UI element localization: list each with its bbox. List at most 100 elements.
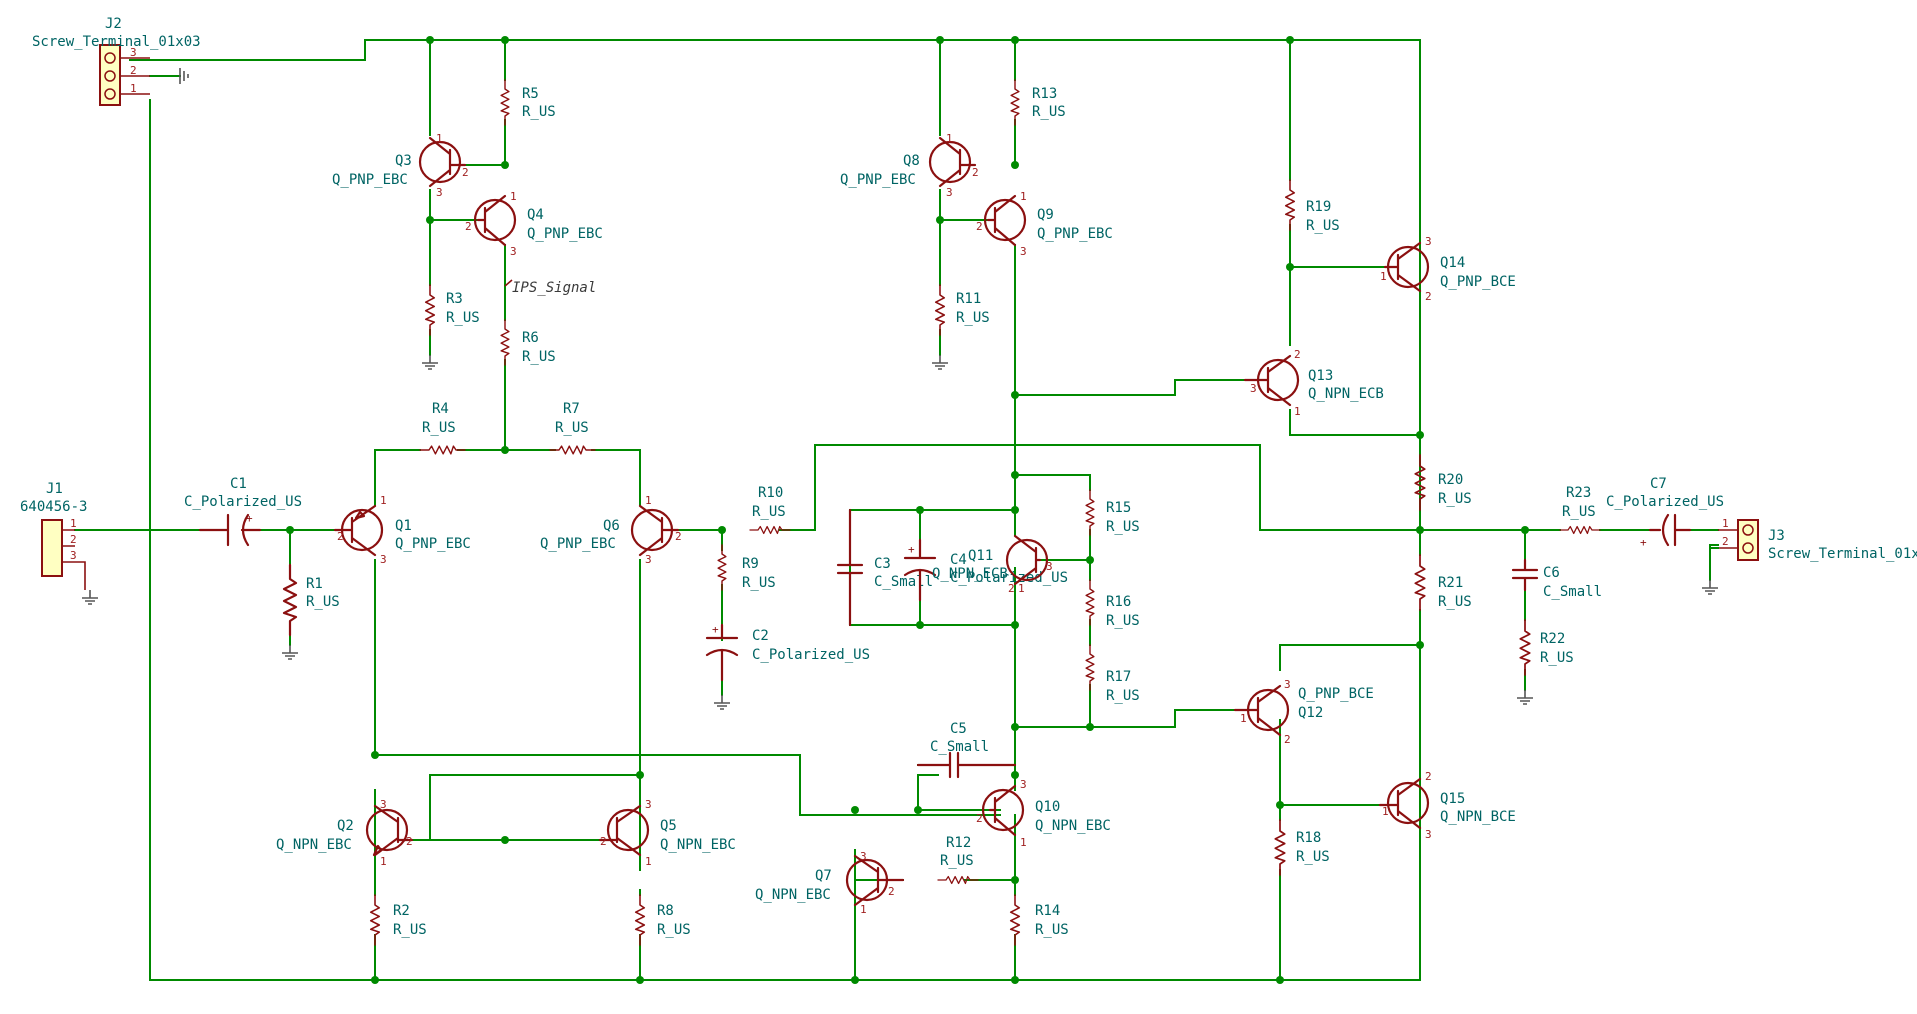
svg-text:R_US: R_US	[393, 922, 427, 938]
transistors: 1 2 3 Q1 Q_PNP_EBC 3 2 1 Q2 Q_NPN_EBC 1 …	[276, 132, 1516, 916]
svg-text:1: 1	[1020, 190, 1027, 203]
svg-text:C7: C7	[1650, 476, 1667, 492]
resistor-r19: R19 R_US	[1284, 178, 1340, 234]
svg-text:3: 3	[1250, 382, 1257, 395]
svg-text:1: 1	[645, 494, 652, 507]
svg-text:C_Polarized_US: C_Polarized_US	[1606, 494, 1724, 510]
svg-text:R_US: R_US	[1106, 688, 1140, 704]
svg-text:Q7: Q7	[815, 868, 832, 884]
svg-text:Q_PNP_EBC: Q_PNP_EBC	[527, 226, 603, 242]
svg-text:2: 2	[1284, 733, 1291, 746]
resistor-r12: R12 R_US	[936, 835, 980, 885]
svg-text:R10: R10	[758, 485, 783, 501]
svg-text:R_US: R_US	[1032, 104, 1066, 120]
svg-text:Q13: Q13	[1308, 368, 1333, 384]
svg-text:2: 2	[1294, 348, 1301, 361]
svg-text:3: 3	[1284, 678, 1291, 691]
svg-text:R_US: R_US	[1035, 922, 1069, 938]
svg-text:2: 2	[337, 530, 344, 543]
svg-text:1: 1	[380, 855, 387, 868]
svg-text:R23: R23	[1566, 485, 1591, 501]
capacitor-c7: + C7 C_Polarized_US	[1606, 476, 1724, 549]
j2-pin1: 1	[130, 82, 137, 95]
svg-text:2: 2	[1425, 290, 1432, 303]
svg-text:3: 3	[946, 186, 953, 199]
svg-text:R7: R7	[563, 401, 580, 417]
svg-text:R22: R22	[1540, 631, 1565, 647]
svg-text:2: 2	[1425, 770, 1432, 783]
resistor-r21: R21 R_US	[1414, 553, 1472, 612]
svg-text:+: +	[1640, 536, 1647, 549]
svg-text:Q_PNP_EBC: Q_PNP_EBC	[395, 536, 471, 552]
capacitors: + C1 C_Polarized_US + C2 C_Polarized_US …	[184, 476, 1724, 779]
svg-text:1: 1	[1294, 405, 1301, 418]
svg-text:3: 3	[1425, 235, 1432, 248]
svg-text:C_Polarized_US: C_Polarized_US	[184, 494, 302, 510]
j3-pin1: 1	[1722, 517, 1729, 530]
svg-text:R_US: R_US	[752, 504, 786, 520]
svg-text:Q5: Q5	[660, 818, 677, 834]
resistor-r2: R2 R_US	[369, 893, 427, 947]
svg-text:+: +	[712, 623, 719, 636]
svg-text:R_US: R_US	[1438, 491, 1472, 507]
svg-text:R1: R1	[306, 576, 323, 592]
svg-text:2: 2	[888, 885, 895, 898]
transistor-q12: 3 1 2 Q_PNP_BCE Q12	[1233, 678, 1374, 746]
svg-text:R14: R14	[1035, 903, 1060, 919]
svg-text:2: 2	[976, 220, 983, 233]
net-label-ips-signal: IPS_Signal	[512, 280, 596, 296]
svg-text:2: 2	[406, 835, 413, 848]
svg-text:R_US: R_US	[1540, 650, 1574, 666]
ground-symbols	[281, 354, 1534, 710]
svg-text:Q_NPN_EBC: Q_NPN_EBC	[755, 887, 831, 903]
svg-text:C_Polarized_US: C_Polarized_US	[752, 647, 870, 663]
resistor-r14: R14 R_US	[1009, 893, 1069, 947]
svg-text:1: 1	[1382, 805, 1389, 818]
svg-text:2: 2	[600, 835, 607, 848]
transistor-q10: 3 2 1 Q10 Q_NPN_EBC	[976, 778, 1111, 849]
svg-text:Q4: Q4	[527, 207, 544, 223]
resistor-r8: R8 R_US	[634, 893, 691, 947]
svg-text:2: 2	[675, 530, 682, 543]
resistor-r6: R6 R_US	[500, 318, 556, 367]
svg-text:R_US: R_US	[522, 349, 556, 365]
svg-text:R_US: R_US	[1306, 218, 1340, 234]
net-labels: IPS_Signal	[504, 279, 596, 296]
transistor-q4: 1 2 3 Q4 Q_PNP_EBC	[465, 190, 603, 258]
svg-text:C3: C3	[874, 556, 891, 572]
svg-text:1: 1	[436, 132, 443, 145]
svg-text:R_US: R_US	[522, 104, 556, 120]
svg-text:R_US: R_US	[555, 420, 589, 436]
j3-pin2: 2	[1722, 535, 1729, 548]
svg-text:R_US: R_US	[1106, 613, 1140, 629]
svg-text:R17: R17	[1106, 669, 1131, 685]
capacitor-c4: + C4 C_Polarized_US	[903, 538, 1068, 602]
j2-value: Screw_Terminal_01x03	[32, 34, 201, 50]
transistor-q3: 1 2 3 Q3 Q_PNP_EBC	[332, 132, 469, 199]
resistor-r13: R13 R_US	[1010, 78, 1066, 127]
resistor-r18: R18 R_US	[1274, 818, 1330, 877]
svg-text:3: 3	[510, 245, 517, 258]
svg-text:C5: C5	[950, 721, 967, 737]
svg-text:R6: R6	[522, 330, 539, 346]
transistor-q5: 3 2 1 Q5 Q_NPN_EBC	[598, 798, 736, 868]
j2-pin2: 2	[130, 64, 137, 77]
capacitor-c3: C3 C_Small	[836, 508, 933, 627]
svg-text:+: +	[246, 512, 253, 525]
resistor-r17: R17 R_US	[1085, 643, 1140, 704]
svg-text:R_US: R_US	[306, 594, 340, 610]
svg-text:+: +	[908, 543, 915, 556]
connector-j2: J2 Screw_Terminal_01x03 3 2 1	[32, 16, 201, 106]
resistor-r15: R15 R_US	[1085, 488, 1140, 537]
resistor-r3: R3 R_US	[424, 283, 480, 337]
svg-text:3: 3	[645, 798, 652, 811]
svg-text:2: 2	[972, 166, 979, 179]
svg-text:Q_PNP_EBC: Q_PNP_EBC	[840, 172, 916, 188]
resistor-r7: R7 R_US	[548, 401, 597, 455]
resistor-r10: R10 R_US	[748, 485, 792, 535]
capacitor-c2: + C2 C_Polarized_US	[705, 623, 870, 682]
svg-text:R12: R12	[946, 835, 971, 851]
resistor-r9: R9 R_US	[717, 543, 776, 592]
svg-text:R_US: R_US	[1296, 849, 1330, 865]
